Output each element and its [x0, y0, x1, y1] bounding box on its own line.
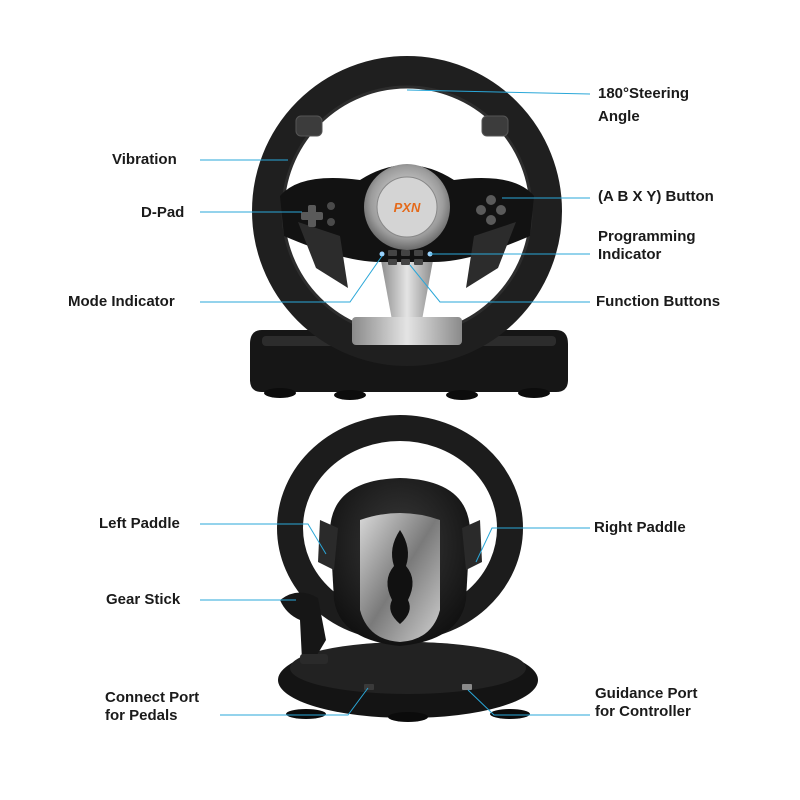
leader-controller-port	[467, 689, 590, 716]
label-programming-line1: Programming	[598, 228, 696, 245]
label-abxy-button: (A B X Y) Button	[598, 188, 714, 205]
leader-pedal-port	[220, 687, 369, 716]
spoke-right-grille	[466, 222, 516, 288]
top-foot-1	[264, 388, 296, 398]
top-foot-3	[446, 390, 478, 400]
left-paddle[interactable]	[318, 520, 338, 570]
rear-foot-right	[490, 709, 530, 719]
leader-function-buttons	[409, 264, 590, 303]
rear-wheel	[277, 415, 538, 722]
pedal-port[interactable]	[364, 684, 374, 690]
label-steering-angle: 180°Steering Angle	[598, 85, 689, 126]
label-vibration: Vibration	[112, 151, 177, 168]
label-right-paddle: Right Paddle	[594, 519, 686, 536]
vibration-pad-right[interactable]	[481, 115, 509, 137]
vibration-pad-left[interactable]	[295, 115, 323, 137]
hub-inner	[376, 176, 438, 238]
function-buttons[interactable]	[388, 250, 423, 265]
hub-logo: PXN	[394, 200, 421, 215]
abxy-buttons[interactable]	[476, 195, 506, 225]
gear-stick-base	[300, 654, 328, 664]
label-guidance-port-line1: Guidance Port	[595, 685, 698, 702]
label-guidance-port-line2: for Controller	[595, 703, 691, 720]
label-connect-port-line1: Connect Port	[105, 689, 200, 706]
leader-right-paddle	[475, 527, 590, 563]
right-paddle[interactable]	[462, 520, 482, 570]
label-function-buttons: Function Buttons	[596, 293, 721, 310]
mode-indicator-led	[379, 251, 385, 257]
label-steering-angle-line1: 180°Steering	[598, 85, 690, 102]
d-pad[interactable]	[301, 202, 335, 227]
rear-foot-left	[286, 709, 326, 719]
flame-decal	[387, 530, 413, 624]
label-mode-indicator: Mode Indicator	[68, 293, 175, 310]
leader-left-paddle	[200, 523, 327, 555]
controller-port[interactable]	[462, 684, 472, 690]
leader-steering-angle	[406, 89, 591, 95]
leader-lines	[200, 89, 591, 716]
rear-foot-mid	[388, 712, 428, 722]
spoke-left-grille	[298, 222, 348, 288]
top-foot-4	[518, 388, 550, 398]
label-programming-line2: Indicator	[598, 246, 662, 263]
leader-mode-indicator	[200, 255, 383, 303]
label-gear-stick: Gear Stick	[106, 591, 181, 608]
label-programming-indicator: Programming Indicator	[598, 228, 696, 264]
rear-base-top	[290, 642, 526, 694]
steering-rim	[252, 56, 562, 366]
label-d-pad: D-Pad	[141, 204, 185, 221]
gear-stick[interactable]	[280, 592, 326, 660]
top-foot-2	[334, 390, 366, 400]
label-left-paddle: Left Paddle	[99, 515, 180, 532]
label-connect-port-line2: for Pedals	[105, 707, 178, 724]
metal-stem	[380, 255, 434, 320]
label-steering-angle-line2: Angle	[598, 108, 640, 125]
metal-bottom-bar	[352, 317, 462, 345]
label-connect-port: Connect Port for Pedals	[105, 689, 199, 725]
label-guidance-port: Guidance Port for Controller	[595, 685, 698, 721]
top-wheel: PXN	[250, 56, 568, 400]
